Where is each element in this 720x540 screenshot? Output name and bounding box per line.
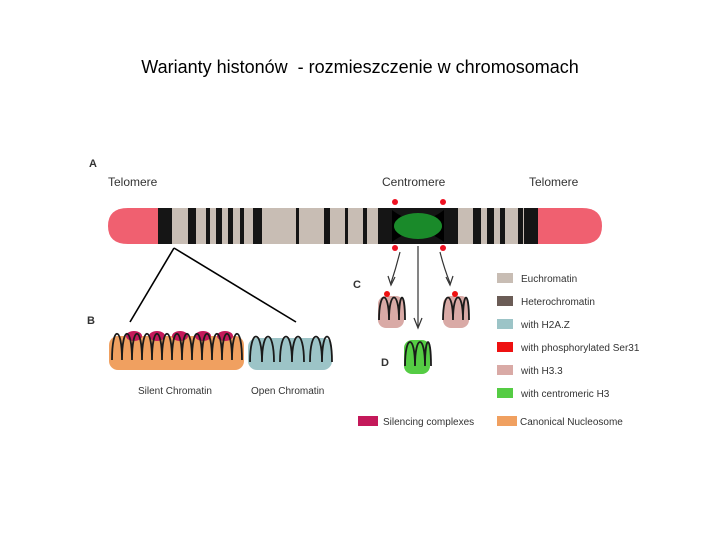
legend-swatch xyxy=(497,319,513,329)
silent-chromatin xyxy=(109,331,244,370)
legend-label: with centromeric H3 xyxy=(520,389,610,400)
slide-title: Warianty histonów - rozmieszczenie w chr… xyxy=(141,57,579,77)
legend-label: with phosphorylated Ser31 xyxy=(520,343,640,354)
legend-swatch xyxy=(497,273,513,283)
open-chromatin xyxy=(248,335,333,370)
legend-swatch xyxy=(497,296,513,306)
arrow-center-head xyxy=(413,317,423,330)
silent-dna-coil xyxy=(111,333,243,361)
arrow-left xyxy=(390,251,401,284)
silent-chromatin-label: Silent Chromatin xyxy=(138,386,212,397)
legend-item: with H3.3 xyxy=(497,365,563,377)
legend-item: with H2A.Z xyxy=(497,319,570,331)
legend-item: with phosphorylated Ser31 xyxy=(497,342,640,354)
arrow-left-head xyxy=(387,275,396,287)
legend-swatch xyxy=(358,416,378,426)
h33-nucleosome-right xyxy=(442,291,470,328)
legend-label: with H3.3 xyxy=(520,366,563,377)
panel-label-a: A xyxy=(89,158,97,170)
legend-item: Silencing complexes xyxy=(358,416,474,428)
arrow-right-head xyxy=(445,275,454,287)
euchromatin-arm xyxy=(172,208,538,244)
arrow-right xyxy=(439,251,451,284)
telomere-right xyxy=(538,208,602,244)
centromere-core xyxy=(394,213,442,239)
h33-nucleosome-left xyxy=(378,291,406,328)
open-chromatin-label: Open Chromatin xyxy=(251,386,324,397)
zoom-lines xyxy=(129,247,297,323)
centromere-arrows xyxy=(387,246,454,330)
telomere-right-label: Telomere xyxy=(529,175,579,189)
panel-label-c: C xyxy=(353,279,361,291)
legend-item: with centromeric H3 xyxy=(497,388,610,400)
legend-swatch xyxy=(497,365,513,375)
chromosome xyxy=(108,199,602,251)
legend-label: with H2A.Z xyxy=(520,320,570,331)
legend-swatch xyxy=(497,342,513,352)
legend-item: Canonical Nucleosome xyxy=(497,416,623,428)
open-dna-coil xyxy=(249,335,333,363)
legend-swatch xyxy=(497,416,517,426)
legend-label: Silencing complexes xyxy=(383,417,474,428)
telomere-left-label: Telomere xyxy=(108,175,158,189)
legend-swatch xyxy=(497,388,513,398)
telomere-left xyxy=(108,208,172,244)
legend-item: Euchromatin xyxy=(497,273,577,285)
panel-label-b: B xyxy=(87,315,95,327)
legend-label: Heterochromatin xyxy=(521,297,595,308)
centromeric-h3-nucleosome xyxy=(404,340,432,374)
legend-label: Canonical Nucleosome xyxy=(520,417,623,428)
centromere-label: Centromere xyxy=(382,175,446,189)
phospho-marks xyxy=(392,199,446,251)
panel-label-d: D xyxy=(381,357,389,369)
legend-item: Heterochromatin xyxy=(497,296,595,308)
legend-label: Euchromatin xyxy=(521,274,577,285)
bottom-legend: Silencing complexes Canonical Nucleosome xyxy=(358,416,623,428)
